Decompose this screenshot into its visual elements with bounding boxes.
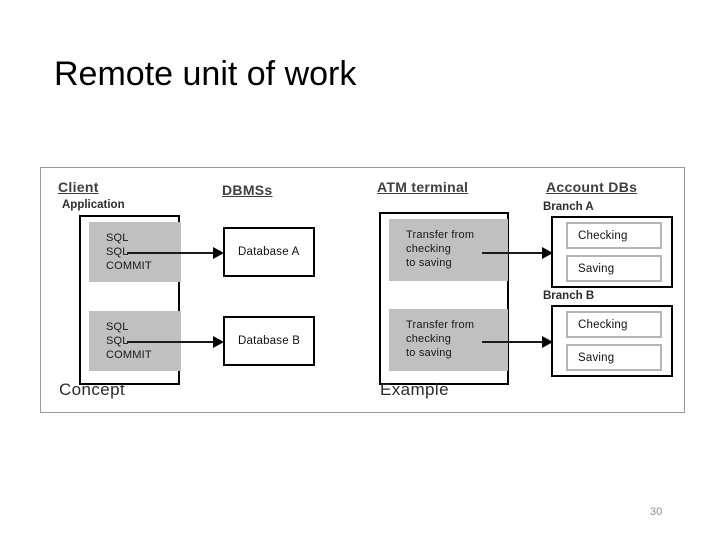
arrow-line-client-to-database-a <box>127 252 215 254</box>
branch-b-account-checking: Checking <box>566 311 662 338</box>
arrow-head-client-to-database-a <box>213 247 224 259</box>
atm-transfer-block-1: Transfer from checking to saving <box>389 219 508 281</box>
branch-b-label: Branch B <box>543 290 595 302</box>
column-heading-dbmss: DBMSs <box>222 182 273 198</box>
column-heading-account-dbs: Account DBs <box>546 179 638 195</box>
arrow-head-client-to-database-b <box>213 336 224 348</box>
column-heading-client: Client <box>58 179 99 195</box>
page-title: Remote unit of work <box>54 55 357 93</box>
arrow-line-atm-to-branch-a <box>482 252 544 254</box>
arrow-line-client-to-database-b <box>127 341 215 343</box>
branch-b-account-saving: Saving <box>566 344 662 371</box>
column-heading-atm-terminal: ATM terminal <box>377 179 469 195</box>
diagram-frame: Client DBMSs ATM terminal Account DBs Ap… <box>40 167 685 413</box>
atm-transfer-block-2: Transfer from checking to saving <box>389 309 508 371</box>
caption-example: Example <box>380 380 449 399</box>
branch-a-account-saving: Saving <box>566 255 662 282</box>
arrow-line-atm-to-branch-b <box>482 341 544 343</box>
caption-concept: Concept <box>59 380 126 399</box>
database-b-box: Database B <box>223 316 315 366</box>
page-number: 30 <box>650 506 663 518</box>
database-a-box: Database A <box>223 227 315 277</box>
branch-a-label: Branch A <box>543 201 594 213</box>
arrow-head-atm-to-branch-b <box>542 336 553 348</box>
branch-a-account-checking: Checking <box>566 222 662 249</box>
arrow-head-atm-to-branch-a <box>542 247 553 259</box>
application-label: Application <box>62 199 125 211</box>
